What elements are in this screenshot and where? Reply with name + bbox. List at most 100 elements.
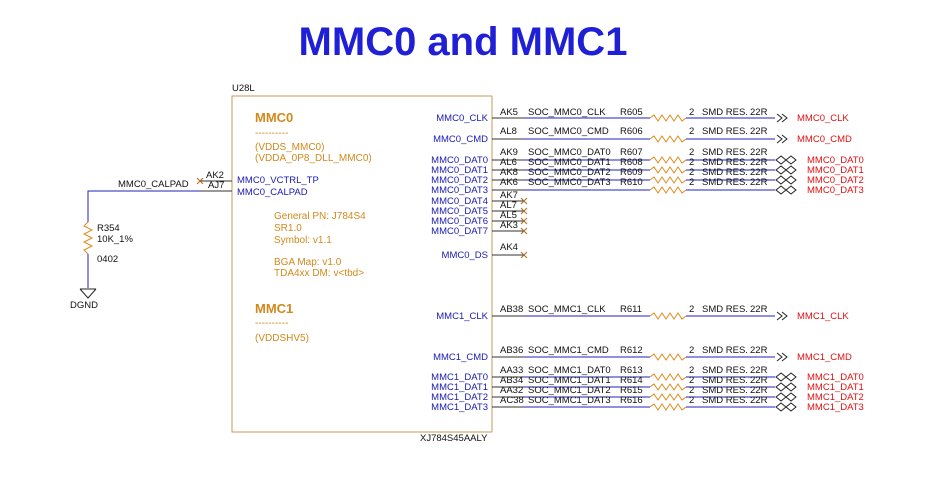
resistor-part: SMD RES. [702,395,748,406]
series-resistor [649,114,687,122]
no-connect-marker [520,227,528,235]
resistor-ref: R610 [620,177,643,188]
net-label: SOC_MMC0_DAT2 [528,167,611,178]
info-line: TDA4xx DM: v<tbd> [274,268,364,279]
bidir-port-icon [785,402,797,412]
output-net-label: MMC0_DAT1 [807,165,864,176]
bidir-port-icon [785,382,797,392]
pin-ball: AK8 [500,167,518,178]
resistor-value: 22R [750,177,768,188]
resistor-part: SMD RES. [702,126,748,137]
resistor-part: SMD RES. [702,375,748,386]
calpad-res-ref: R354 [97,223,120,234]
output-net-label: MMC0_DAT0 [807,155,864,166]
resistor-part: SMD RES. [702,147,748,158]
output-net-label: MMC1_CMD [797,352,852,363]
mmc0-dashes: ---------- [255,128,288,139]
resistor-ref: R605 [620,107,643,118]
bidir-port-icon [775,165,787,175]
calpad-net-label: MMC0_CALPAD [118,179,189,190]
pin-name: MMC0_DAT4 [431,196,488,207]
series-resistor [649,156,687,164]
resistor-pin-number: 2 [689,147,694,158]
output-net-label: MMC1_DAT3 [807,402,864,413]
resistor-value: 22R [750,385,768,396]
pin-name: MMC0_DS [442,250,488,261]
output-arrow-icon [781,311,788,321]
output-net-label: MMC1_DAT1 [807,382,864,393]
bidir-port-icon [775,155,787,165]
resistor-ref: R614 [620,375,643,386]
bidir-port-icon [775,372,787,382]
resistor-pin-number: 2 [689,304,694,315]
pin-name: MMC1_DAT0 [431,372,488,383]
resistor-part: SMD RES. [702,177,748,188]
no-connect-marker [520,251,528,259]
pin-ball: AL7 [500,200,517,211]
resistor-pin-number: 2 [689,345,694,356]
net-label: SOC_MMC1_DAT2 [528,385,611,396]
resistor-value: 22R [750,147,768,158]
pin-ball: AB34 [500,375,523,386]
resistor-ref: R612 [620,345,643,356]
mmc1-supply: (VDDSHV5) [255,333,309,344]
bidir-port-icon [775,185,787,195]
pin-ball: AB38 [500,304,523,315]
resistor-ref: R607 [620,147,643,158]
chip-part: XJ784S45AALY [420,433,488,444]
left-pin-ball: AK2 [206,170,224,181]
info-line: Symbol: v1.1 [274,235,332,246]
series-resistor [649,353,687,361]
pin-name: MMC1_DAT3 [431,402,488,413]
calpad-resistor [82,221,94,255]
series-resistor [649,393,687,401]
ground-label: DGND [70,300,98,311]
net-label: SOC_MMC0_DAT0 [528,147,611,158]
pin-ball: AK5 [500,107,518,118]
resistor-pin-number: 2 [689,107,694,118]
pin-name: MMC1_CLK [436,311,488,322]
pin-ball: AK4 [500,242,518,253]
resistor-value: 22R [750,304,768,315]
resistor-ref: R608 [620,157,643,168]
pin-name: MMC0_DAT3 [431,185,488,196]
resistor-part: SMD RES. [702,304,748,315]
pin-name: MMC0_DAT6 [431,216,488,227]
resistor-ref: R609 [620,167,643,178]
output-net-label: MMC0_CLK [797,113,849,124]
pin-name: MMC0_DAT0 [431,155,488,166]
pin-ball: AL6 [500,157,517,168]
bidir-port-icon [785,185,797,195]
mmc0-supply-2: (VDDA_0P8_DLL_MMC0) [255,153,372,164]
resistor-pin-number: 2 [689,126,694,137]
output-arrow-icon [781,113,788,123]
pin-ball: AB36 [500,345,523,356]
resistor-pin-number: 2 [689,375,694,386]
pin-ball: AA33 [500,365,523,376]
output-arrow-icon [776,352,783,362]
pin-name: MMC1_CMD [433,352,488,363]
net-label: SOC_MMC1_CLK [528,304,606,315]
resistor-part: SMD RES. [702,385,748,396]
output-net-label: MMC1_CLK [797,311,849,322]
resistor-pin-number: 2 [689,177,694,188]
resistor-value: 22R [750,126,768,137]
chip-body [231,95,493,433]
bidir-port-icon [775,392,787,402]
net-label: SOC_MMC0_CLK [528,107,606,118]
pin-ball: AK7 [500,190,518,201]
mmc1-dashes: ---------- [255,318,288,329]
resistor-ref: R611 [620,304,642,315]
pin-name: MMC0_DAT5 [431,206,488,217]
series-resistor [649,403,687,411]
net-label: SOC_MMC1_DAT1 [528,375,611,386]
mmc0-supply-1: (VDDS_MMC0) [255,142,324,153]
left-pin-name: MMC0_VCTRL_TP [237,175,319,186]
pin-ball: AL8 [500,126,517,137]
series-resistor [649,176,687,184]
no-connect-marker [520,207,528,215]
resistor-part: SMD RES. [702,167,748,178]
resistor-ref: R615 [620,385,643,396]
bidir-port-icon [775,382,787,392]
